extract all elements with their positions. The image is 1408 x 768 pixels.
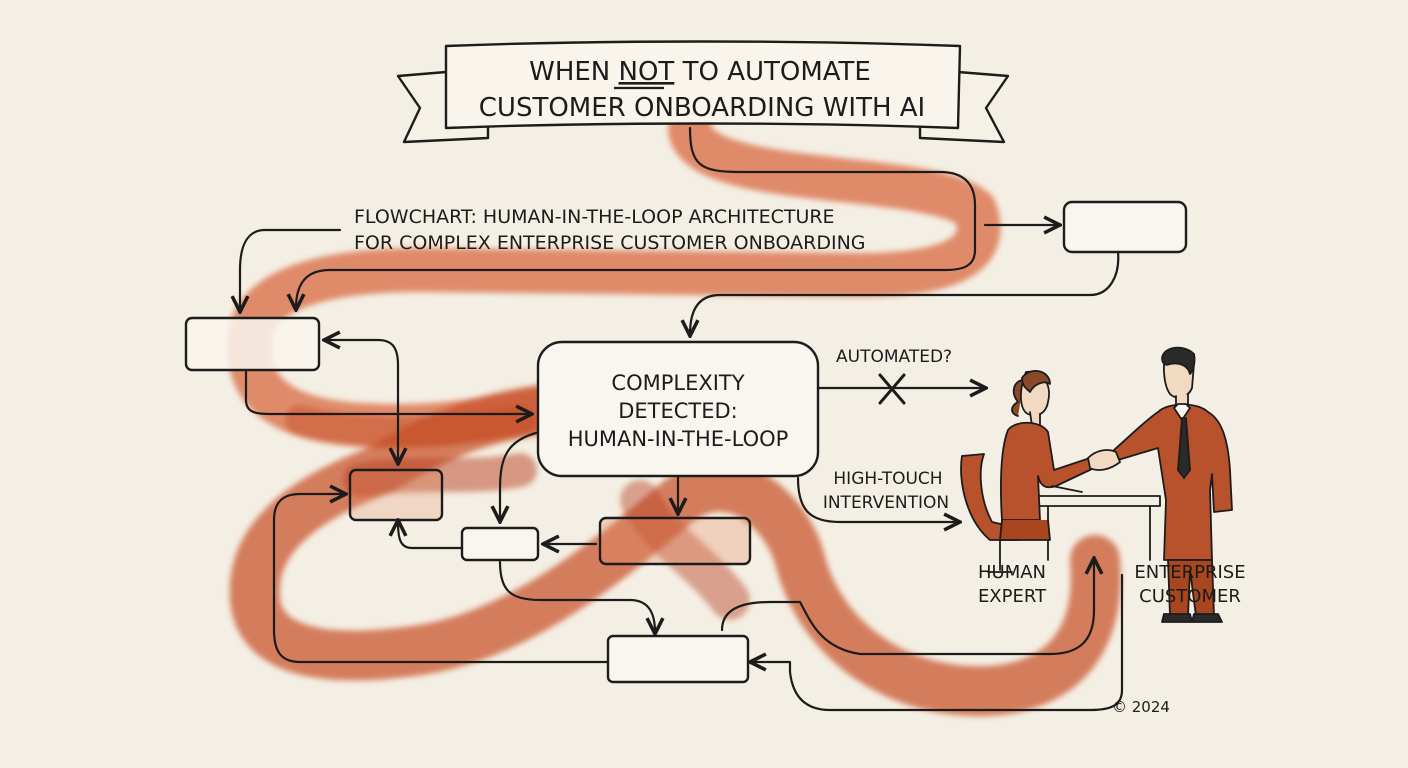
connectors bbox=[240, 126, 1124, 712]
automated-label: AUTOMATED? bbox=[836, 347, 952, 367]
handshake-illustration bbox=[960, 346, 1233, 623]
title-line-1: WHEN NOT TO AUTOMATE bbox=[529, 57, 871, 87]
cross-icon bbox=[878, 373, 906, 405]
human-expert-label-2: EXPERT bbox=[978, 586, 1047, 607]
empty-box-bottom bbox=[606, 634, 750, 684]
high-touch-label-2: INTERVENTION bbox=[823, 493, 949, 513]
empty-box-small bbox=[460, 526, 540, 562]
enterprise-customer-label-1: ENTERPRISE bbox=[1134, 562, 1245, 583]
flow-boxes bbox=[184, 200, 1188, 684]
empty-box-center bbox=[598, 516, 752, 566]
central-node-line-2: DETECTED: bbox=[618, 399, 738, 423]
subtitle-line-1: FLOWCHART: HUMAN-IN-THE-LOOP ARCHITECTUR… bbox=[354, 206, 835, 228]
central-node-line-1: COMPLEXITY bbox=[611, 371, 744, 395]
central-node-line-3: HUMAN-IN-THE-LOOP bbox=[568, 427, 789, 451]
title-banner bbox=[396, 40, 1010, 144]
enterprise-customer-figure bbox=[1113, 346, 1233, 623]
central-node-box bbox=[536, 340, 820, 478]
handshake-icon bbox=[1087, 449, 1121, 471]
high-touch-label-1: HIGH-TOUCH bbox=[833, 469, 942, 489]
empty-box-top-right bbox=[1062, 200, 1188, 254]
title-line-2: CUSTOMER ONBOARDING WITH AI bbox=[479, 93, 925, 123]
human-expert-label-1: HUMAN bbox=[978, 562, 1046, 583]
empty-box-left bbox=[184, 316, 321, 372]
human-expert-figure bbox=[999, 370, 1095, 541]
copyright-text: © 2024 bbox=[1112, 698, 1170, 716]
subtitle-line-2: FOR COMPLEX ENTERPRISE CUSTOMER ONBOARDI… bbox=[354, 232, 866, 254]
empty-box-mid-left bbox=[348, 468, 444, 522]
enterprise-customer-label-2: CUSTOMER bbox=[1139, 586, 1241, 607]
